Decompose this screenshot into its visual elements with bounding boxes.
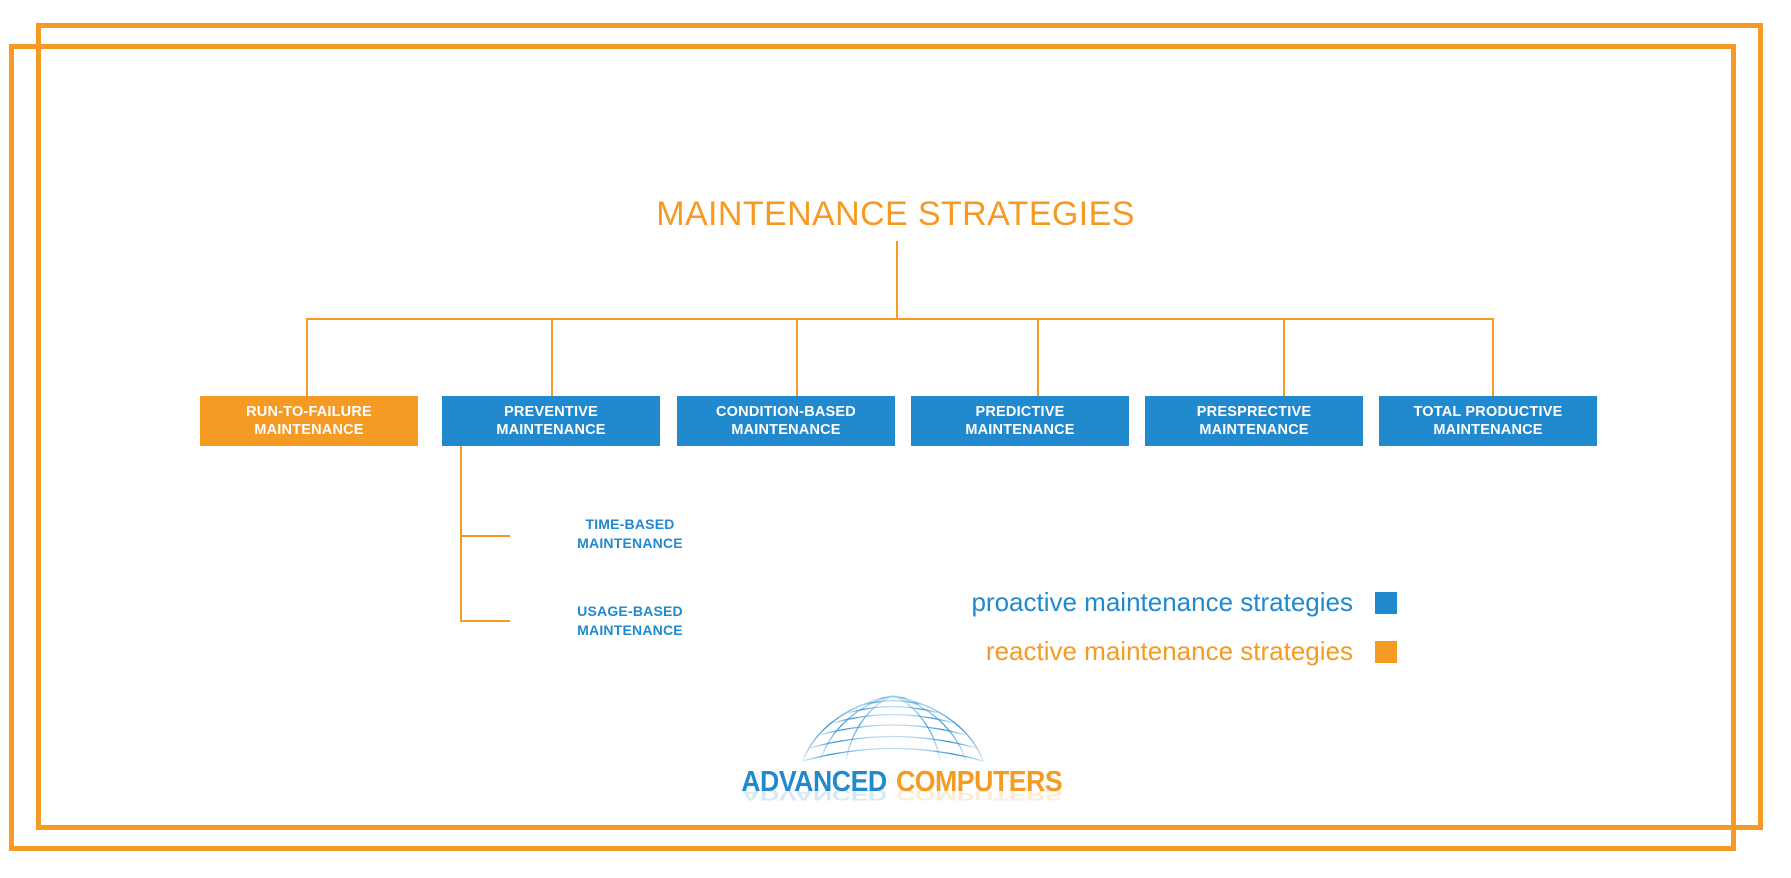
legend-item-proactive: proactive maintenance strategies	[937, 578, 1397, 627]
node-time-based-maintenance[interactable]: TIME-BASED MAINTENANCE	[510, 515, 750, 553]
sub-node-label-line2: MAINTENANCE	[577, 621, 683, 638]
connector-drop-5	[1283, 318, 1285, 396]
connector-sub-branch-1	[460, 535, 510, 537]
node-label-line1: PREDICTIVE	[975, 403, 1065, 420]
legend: proactive maintenance strategies reactiv…	[937, 578, 1397, 676]
legend-label-proactive: proactive maintenance strategies	[971, 587, 1353, 617]
logo-word-computers: COMPUTERS	[895, 766, 1063, 798]
legend-swatch-reactive	[1375, 640, 1397, 663]
logo-reflection-word-advanced: ADVANCED	[741, 785, 887, 803]
connector-drop-2	[551, 318, 553, 396]
node-label-line2: MAINTENANCE	[254, 422, 364, 438]
node-label-line1: CONDITION-BASED	[716, 403, 856, 420]
globe-dome-icon	[802, 695, 984, 762]
legend-swatch-proactive	[1375, 591, 1397, 614]
node-preventive-maintenance[interactable]: PREVENTIVE MAINTENANCE	[442, 396, 660, 446]
node-label-line2: MAINTENANCE	[1199, 422, 1309, 438]
connector-drop-4	[1037, 318, 1039, 396]
logo-reflection-word-computers: COMPUTERS	[895, 785, 1063, 803]
connector-sub-stem	[460, 446, 462, 621]
connector-sub-branch-2	[460, 620, 510, 622]
node-predictive-maintenance[interactable]: PREDICTIVE MAINTENANCE	[911, 396, 1129, 446]
node-total-productive-maintenance[interactable]: TOTAL PRODUCTIVE MAINTENANCE	[1379, 396, 1597, 446]
logo-reflection: ADVANCED COMPUTERS	[741, 785, 1062, 803]
logo-word-advanced: ADVANCED	[741, 766, 887, 798]
node-label-line2: MAINTENANCE	[496, 422, 606, 438]
connector-drop-3	[796, 318, 798, 396]
node-label-line2: MAINTENANCE	[965, 422, 1075, 438]
legend-label-reactive: reactive maintenance strategies	[985, 636, 1353, 666]
connector-horizontal-bus	[306, 318, 1492, 320]
node-condition-based-maintenance[interactable]: CONDITION-BASED MAINTENANCE	[677, 396, 895, 446]
node-label-line1: RUN-TO-FAILURE	[246, 403, 372, 420]
legend-item-reactive: reactive maintenance strategies	[937, 627, 1397, 676]
page-title: MAINTENANCE STRATEGIES	[656, 195, 1135, 233]
node-label-line1: TOTAL PRODUCTIVE	[1413, 403, 1563, 420]
node-presprective-maintenance[interactable]: PRESPRECTIVE MAINTENANCE	[1145, 396, 1363, 446]
node-label-line1: PREVENTIVE	[504, 403, 598, 420]
sub-node-label-line1: TIME-BASED	[585, 516, 675, 532]
node-label-line2: MAINTENANCE	[1433, 422, 1543, 438]
connector-drop-6	[1492, 318, 1494, 396]
connector-root-stem	[896, 241, 898, 319]
sub-node-label-line1: USAGE-BASED	[577, 603, 683, 619]
node-run-to-failure-maintenance[interactable]: RUN-TO-FAILURE MAINTENANCE	[200, 396, 418, 446]
connector-drop-1	[306, 318, 308, 396]
sub-node-label-line2: MAINTENANCE	[577, 534, 683, 551]
node-usage-based-maintenance[interactable]: USAGE-BASED MAINTENANCE	[510, 602, 750, 640]
node-label-line2: MAINTENANCE	[731, 422, 841, 438]
node-label-line1: PRESPRECTIVE	[1196, 403, 1312, 420]
